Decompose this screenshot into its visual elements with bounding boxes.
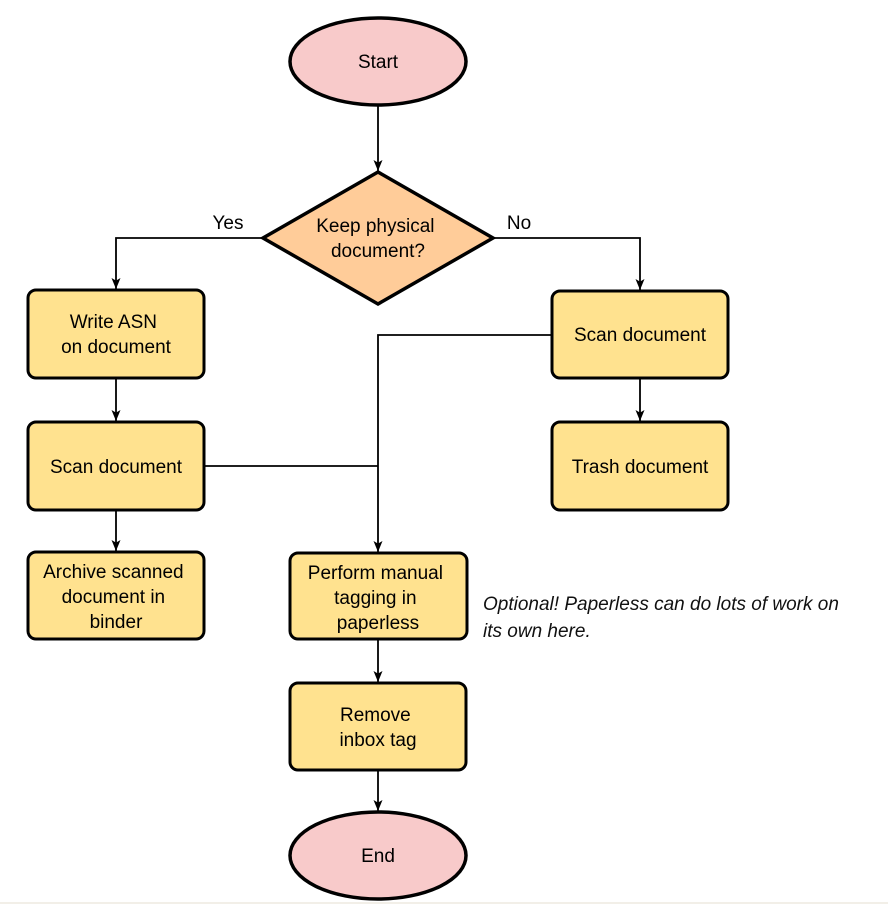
write-asn-node [26, 288, 206, 380]
archive-label: Archive scanned document in binder [43, 562, 189, 633]
scan-document-right-label: Scan document [574, 325, 707, 346]
edge-decision-no-to-scan-right [493, 237, 645, 290]
yes-edge-label: Yes [213, 213, 244, 234]
annotation-note: Optional! Paperless can do lots of work … [483, 594, 844, 642]
remove-inbox-tag-label: Remove inbox tag [339, 705, 416, 751]
trash-document-node [550, 420, 730, 512]
bottom-divider [0, 902, 888, 904]
start-terminator-node [288, 16, 468, 107]
archive-node [26, 550, 206, 641]
scan-document-right-node [550, 289, 730, 380]
decision-label: Keep physical document? [316, 216, 440, 262]
decision-node [259, 169, 497, 307]
write-asn-label: Write ASN on document [61, 312, 172, 358]
end-label: End [361, 846, 395, 867]
edge-scan-right-to-perform-tagging [373, 334, 552, 552]
end-terminator-node [288, 810, 468, 901]
perform-tagging-node [288, 551, 469, 641]
no-edge-label: No [507, 213, 531, 234]
start-label: Start [358, 52, 399, 73]
scan-document-left-label: Scan document [50, 457, 183, 478]
scan-document-left-node [26, 420, 206, 512]
trash-document-label: Trash document [572, 457, 709, 478]
edge-decision-yes-to-write-asn [111, 237, 263, 289]
remove-inbox-tag-node [288, 681, 468, 772]
perform-tagging-label: Perform manual tagging in paperless [308, 563, 448, 634]
